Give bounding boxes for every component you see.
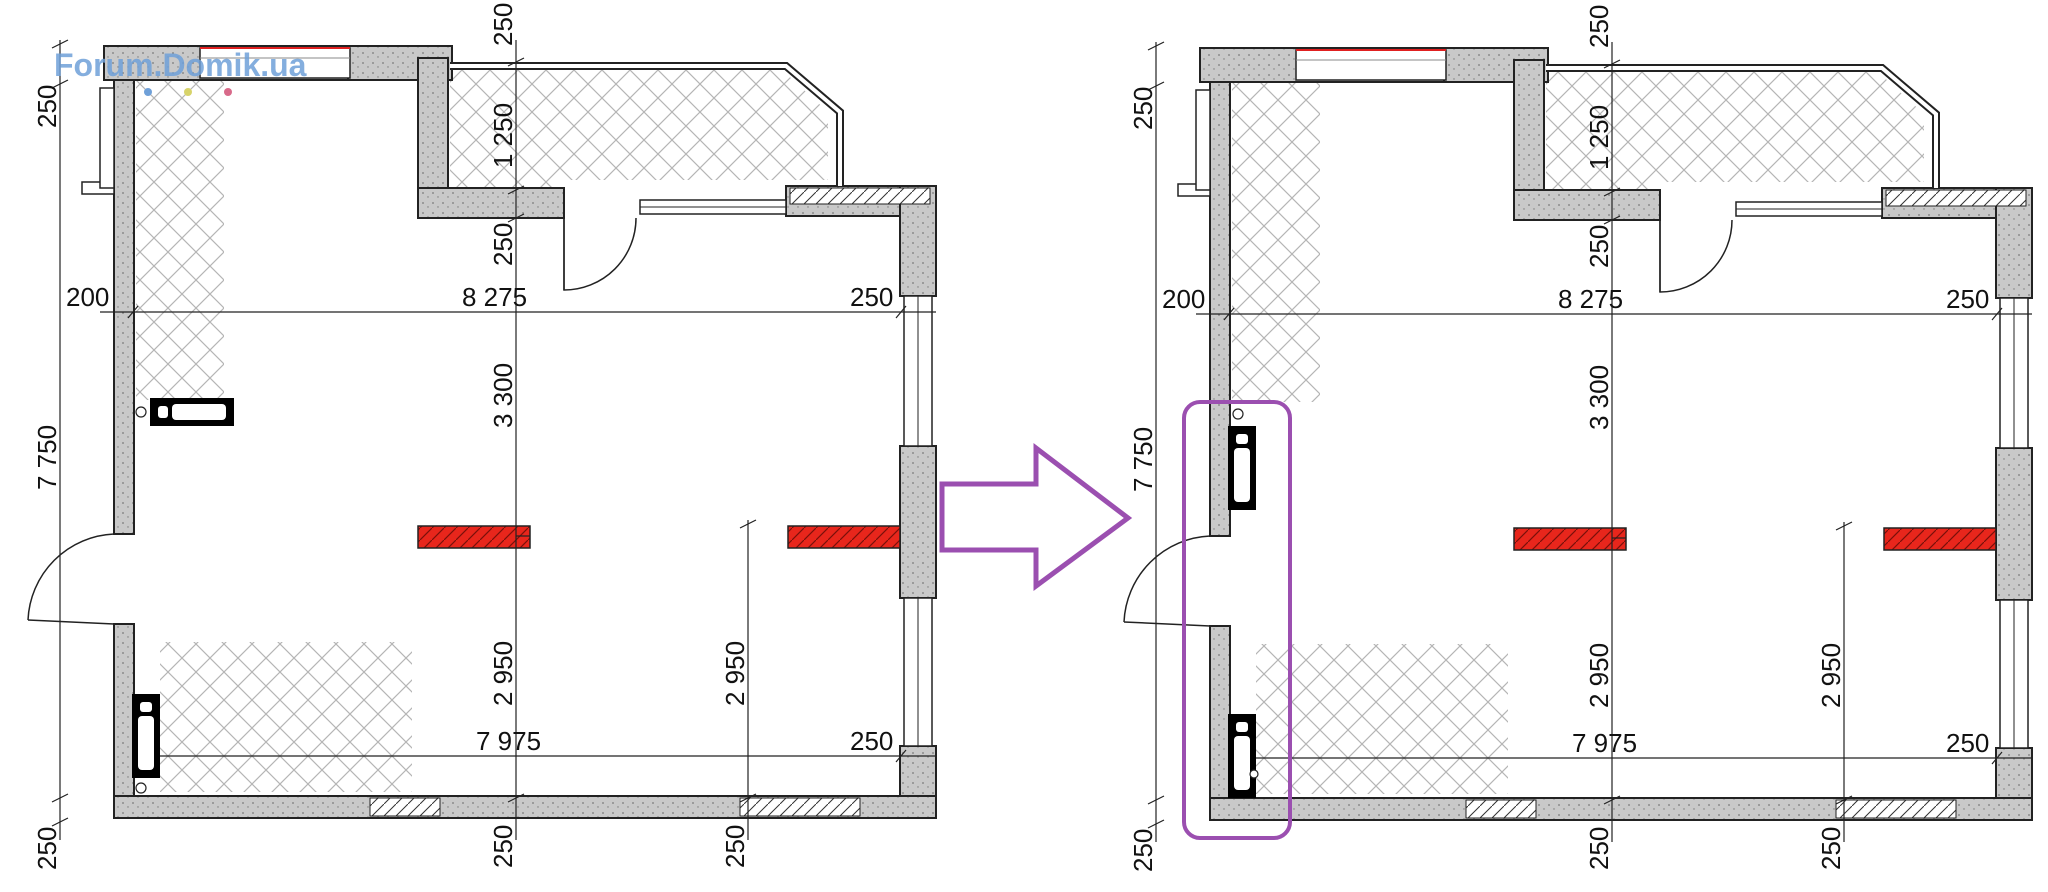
dim-bottom-a: 250 (1584, 827, 1614, 870)
dim-bottom-total: 7 975 (476, 726, 541, 756)
right-arrow-icon (939, 442, 1133, 591)
dim-top-left: 200 (66, 282, 109, 312)
dim-mid-lower: 2 950 (1584, 643, 1614, 708)
dim-mid-top-a: 250 (488, 3, 518, 46)
dim-bottom-b: 250 (1816, 827, 1846, 870)
outlet-upper-icon (1228, 426, 1256, 510)
dim-left-total: 7 750 (1128, 427, 1158, 492)
outlet-lower-icon (1228, 714, 1256, 798)
watermark: Forum.Domik.ua (54, 47, 307, 83)
dim-bottom-b: 250 (720, 825, 750, 868)
dim-top-right: 250 (1946, 284, 1989, 314)
dim-mid-top-b: 1 250 (1584, 105, 1614, 170)
dim-mid-top-c: 250 (488, 223, 518, 266)
dim-right-lower: 2 950 (720, 641, 750, 706)
dim-bottom-a: 250 (488, 825, 518, 868)
dim-left-bottom: 250 (32, 827, 62, 870)
dim-mid-lower: 2 950 (488, 641, 518, 706)
dim-top-total: 8 275 (1558, 284, 1623, 314)
outlet-lower-icon (132, 694, 160, 778)
dim-left-top: 250 (1128, 87, 1158, 130)
highlight-frame (1182, 400, 1292, 840)
dim-top-right: 250 (850, 282, 893, 312)
plan-before: Forum.Domik.ua 250 7 750 250 200 8 275 2… (28, 3, 936, 870)
dim-bottom-right: 250 (1946, 728, 1989, 758)
dim-left-total: 7 750 (32, 425, 62, 490)
dim-mid-top-c: 250 (1584, 225, 1614, 268)
dim-top-total: 8 275 (462, 282, 527, 312)
dim-mid-upper: 3 300 (1584, 365, 1614, 430)
dim-mid-top-a: 250 (1584, 5, 1614, 48)
dim-left-top: 250 (32, 85, 62, 128)
dim-top-left: 200 (1162, 284, 1205, 314)
dim-left-bottom: 250 (1128, 829, 1158, 872)
dim-right-lower: 2 950 (1816, 643, 1846, 708)
dim-mid-top-b: 1 250 (488, 103, 518, 168)
dim-mid-upper: 3 300 (488, 363, 518, 428)
dim-bottom-total: 7 975 (1572, 728, 1637, 758)
dim-bottom-right: 250 (850, 726, 893, 756)
plan-after: 250 7 750 250 200 8 275 250 250 1 250 25… (1124, 5, 2032, 872)
outlet-upper-icon (150, 398, 234, 426)
